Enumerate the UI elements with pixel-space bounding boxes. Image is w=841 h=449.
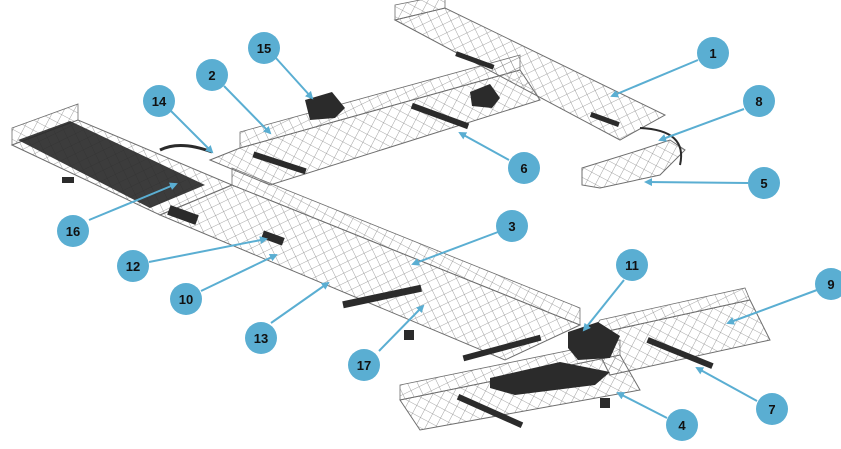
arrow-8 bbox=[658, 108, 745, 142]
tray-bend-curve bbox=[639, 127, 683, 166]
clamp-plate bbox=[167, 205, 199, 225]
tray-cover bbox=[18, 121, 205, 208]
callout-label-7: 7 bbox=[768, 402, 775, 417]
callout-label-4: 4 bbox=[678, 418, 686, 433]
callout-label-15: 15 bbox=[257, 41, 271, 56]
arrow-11 bbox=[582, 279, 625, 332]
callout-label-13: 13 bbox=[254, 331, 268, 346]
callout-label-2: 2 bbox=[208, 68, 215, 83]
tray-components bbox=[62, 51, 714, 428]
callout-13: 13 bbox=[245, 322, 277, 354]
callout-9: 9 bbox=[815, 268, 841, 300]
arrow-16 bbox=[88, 182, 178, 221]
callout-5: 5 bbox=[748, 167, 780, 199]
callout-1: 1 bbox=[697, 37, 729, 69]
arrow-9 bbox=[726, 289, 818, 325]
tee-connector-11 bbox=[568, 322, 620, 360]
callout-3: 3 bbox=[496, 210, 528, 242]
callout-7: 7 bbox=[756, 393, 788, 425]
callout-label-3: 3 bbox=[508, 219, 515, 234]
arrow-7 bbox=[695, 367, 758, 402]
callout-label-6: 6 bbox=[520, 161, 527, 176]
arrow-13 bbox=[270, 281, 330, 324]
support-bar-low bbox=[462, 334, 542, 362]
tray-runs bbox=[10, 0, 771, 431]
mounting-bracket-15 bbox=[305, 92, 345, 120]
callout-4: 4 bbox=[666, 409, 698, 441]
arrow-15 bbox=[274, 56, 314, 100]
arrow-17 bbox=[378, 304, 425, 352]
support-bar-2 bbox=[252, 151, 307, 175]
callout-2: 2 bbox=[196, 59, 228, 91]
tee-plate bbox=[490, 362, 610, 395]
support-bracket-top bbox=[470, 84, 500, 108]
tray-bend bbox=[581, 139, 686, 189]
callout-11: 11 bbox=[616, 249, 648, 281]
support-bar-top-right bbox=[589, 111, 620, 127]
callout-10: 10 bbox=[170, 283, 202, 315]
callout-14: 14 bbox=[143, 85, 175, 117]
callouts: 1 2 3 4 5 6 7 8 9 10 11 12 13 14 15 16 1… bbox=[57, 32, 841, 441]
arrow-12 bbox=[148, 236, 268, 263]
arrow-14 bbox=[169, 109, 214, 154]
arrow-2 bbox=[223, 85, 272, 135]
support-bar-4 bbox=[456, 394, 524, 428]
callout-label-16: 16 bbox=[66, 224, 80, 239]
clamp-12 bbox=[261, 230, 285, 246]
callout-label-8: 8 bbox=[755, 94, 762, 109]
callout-15: 15 bbox=[248, 32, 280, 64]
callout-label-1: 1 bbox=[709, 46, 716, 61]
callout-17: 17 bbox=[348, 349, 380, 381]
cable-14 bbox=[159, 144, 213, 154]
foot-bracket-low bbox=[600, 398, 610, 408]
tray-main-wall bbox=[231, 167, 581, 326]
callout-label-10: 10 bbox=[179, 292, 193, 307]
callout-label-5: 5 bbox=[760, 176, 767, 191]
callout-label-14: 14 bbox=[152, 94, 167, 109]
foot-bracket-left bbox=[62, 177, 74, 183]
callout-16: 16 bbox=[57, 215, 89, 247]
support-bar-6 bbox=[410, 102, 470, 130]
arrow-10 bbox=[200, 253, 278, 292]
callout-label-17: 17 bbox=[357, 358, 371, 373]
tray-top-wall bbox=[394, 0, 446, 21]
support-bar-7 bbox=[646, 337, 714, 369]
arrow-5 bbox=[644, 178, 749, 187]
support-bar-upper bbox=[455, 51, 495, 70]
callout-arrows bbox=[88, 56, 818, 419]
callout-label-12: 12 bbox=[126, 259, 140, 274]
callout-8: 8 bbox=[743, 85, 775, 117]
support-bar-17 bbox=[342, 284, 422, 309]
arrow-1 bbox=[610, 59, 699, 98]
arrow-4 bbox=[616, 392, 668, 419]
callout-label-11: 11 bbox=[625, 258, 639, 273]
callout-label-9: 9 bbox=[827, 277, 834, 292]
callout-6: 6 bbox=[508, 152, 540, 184]
arrow-6 bbox=[458, 132, 510, 161]
arrow-3 bbox=[411, 231, 499, 266]
callout-12: 12 bbox=[117, 250, 149, 282]
foot-bracket-mid bbox=[404, 330, 414, 340]
tray-left-wall bbox=[11, 103, 79, 146]
